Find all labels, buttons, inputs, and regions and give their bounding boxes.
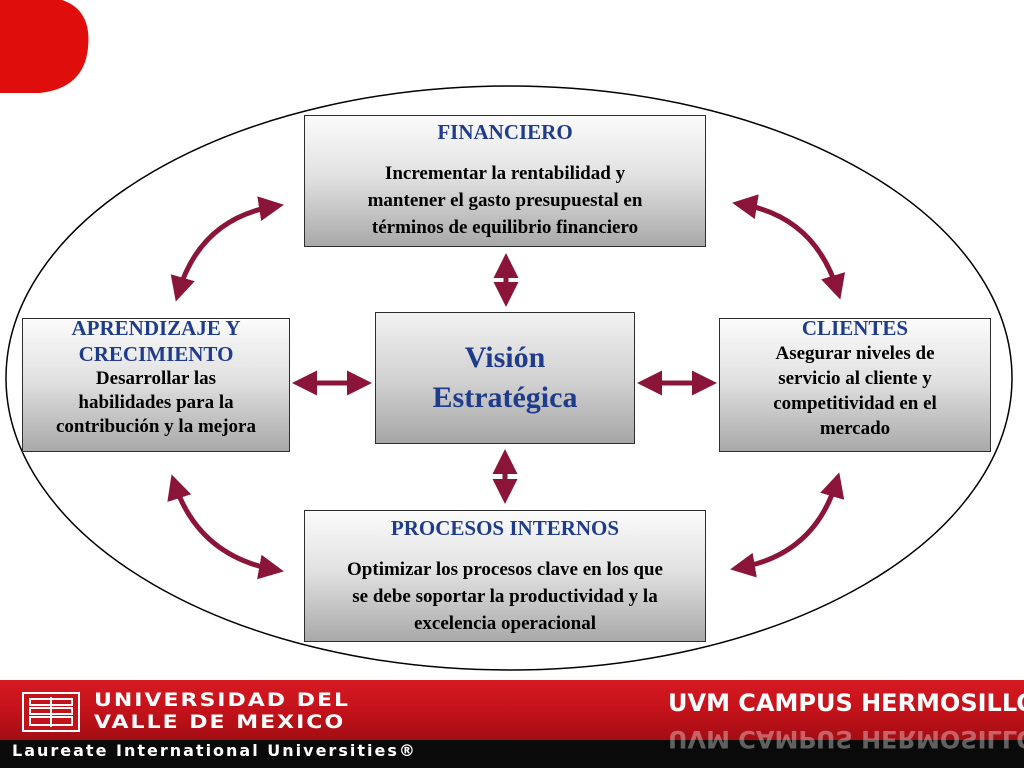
clientes-desc-line: servicio al cliente y	[778, 368, 932, 389]
aprendizaje-title-line: CRECIMIENTO	[78, 342, 234, 366]
footer-banner	[0, 680, 1024, 740]
clientes-title: CLIENTES	[801, 318, 909, 340]
procesos-desc-line: Optimizar los procesos clave en los que	[347, 559, 663, 580]
vision-box: Visión Estratégica	[375, 312, 635, 444]
laureate-tagline: Laureate International Universities®	[12, 741, 417, 760]
arrow-procesos-clientes	[730, 472, 845, 578]
uvm-crest-icon	[22, 692, 80, 732]
financiero-box: FINANCIERO Incrementar la rentabilidad y…	[304, 115, 706, 247]
university-name-line1: UNIVERSIDAD DEL	[94, 690, 351, 712]
clientes-desc-line: Asegurar niveles de	[775, 343, 935, 364]
procesos-desc-line: excelencia operacional	[413, 613, 597, 634]
clientes-box: CLIENTES Asegurar niveles de servicio al…	[719, 318, 991, 452]
clientes-desc-line: mercado	[819, 418, 891, 439]
procesos-box: PROCESOS INTERNOS Optimizar los procesos…	[304, 510, 706, 642]
clientes-desc-line: competitividad en el	[773, 393, 937, 414]
financiero-title: FINANCIERO	[437, 120, 573, 144]
financiero-description: Incrementar la rentabilidad y mantener e…	[305, 160, 705, 241]
campus-name-reflection: UVM CAMPUS HERMOSILLO	[668, 725, 1024, 753]
clientes-description: Asegurar niveles de servicio al cliente …	[720, 341, 990, 441]
arrow-financiero-clientes	[732, 194, 846, 300]
aprendizaje-description: Desarrollar las habilidades para la cont…	[23, 367, 289, 439]
vision-title-line: Visión	[464, 341, 546, 374]
aprendizaje-box: APRENDIZAJE Y CRECIMIENTO Desarrollar la…	[22, 318, 290, 452]
aprendizaje-title-line: APRENDIZAJE Y	[71, 318, 241, 340]
vision-title-line: Estratégica	[432, 381, 578, 414]
footer-strip	[0, 740, 1024, 768]
aprendizaje-desc-line: Desarrollar las	[95, 368, 217, 389]
aprendizaje-desc-line: contribución y la mejora	[55, 416, 256, 437]
procesos-desc-line: se debe soportar la productividad y la	[352, 586, 658, 607]
procesos-title: PROCESOS INTERNOS	[390, 516, 620, 540]
arrow-aprendizaje-procesos	[167, 474, 284, 580]
corner-decoration	[0, 0, 89, 93]
outer-ellipse	[5, 85, 1013, 671]
vision-title: Visión Estratégica	[433, 338, 578, 418]
financiero-desc-line: Incrementar la rentabilidad y	[384, 163, 626, 184]
aprendizaje-title: APRENDIZAJE Y CRECIMIENTO	[23, 318, 289, 367]
financiero-desc-line: mantener el gasto presupuestal en	[367, 190, 643, 211]
university-name-line2: VALLE DE MEXICO	[94, 712, 346, 734]
campus-name: UVM CAMPUS HERMOSILLO	[668, 689, 1024, 717]
arrow-aprendizaje-financiero	[170, 196, 284, 302]
aprendizaje-desc-line: habilidades para la	[78, 392, 234, 413]
financiero-desc-line: términos de equilibrio financiero	[371, 217, 639, 238]
strategy-map-diagram	[5, 85, 1013, 671]
procesos-description: Optimizar los procesos clave en los que …	[305, 556, 705, 637]
